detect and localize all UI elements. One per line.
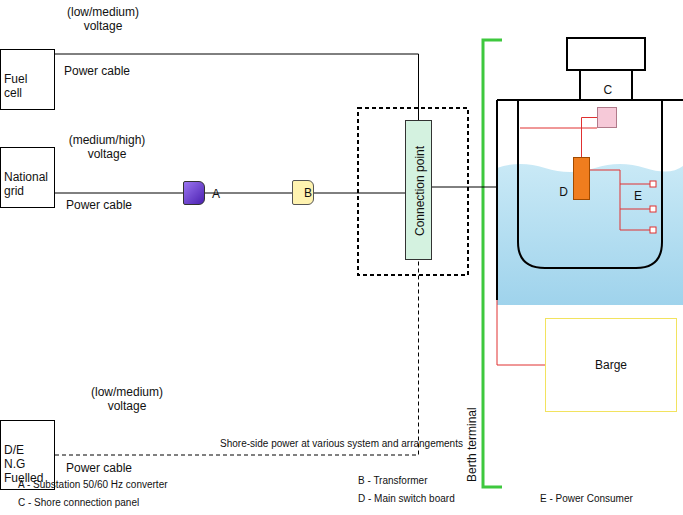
cable-label: Power cable <box>66 461 132 475</box>
converter-substation: A <box>183 181 205 205</box>
ship-hull <box>496 100 498 300</box>
power-consumer <box>650 227 656 233</box>
voltage-label: (low/medium) voltage <box>62 5 144 33</box>
node-text: Fuel cell <box>1 50 48 100</box>
connection-point: Connection point <box>405 120 432 260</box>
power-consumer <box>650 181 656 187</box>
node-text: National grid <box>1 148 52 198</box>
power-consumer <box>650 206 656 212</box>
ship-superstructure <box>580 70 632 100</box>
water <box>497 164 683 305</box>
consumer-wires <box>590 170 650 230</box>
ship-deck <box>497 99 683 101</box>
power-cable <box>582 118 598 158</box>
caption: Shore-side power at various system and a… <box>0 437 683 451</box>
legend-text: D - Main switch board <box>358 492 455 506</box>
legend-text: B - Transformer <box>358 474 427 488</box>
legend-text: A - Substation 50/60 Hz converter <box>18 478 168 492</box>
power-cable <box>55 54 419 120</box>
node-text: Connection point <box>413 146 427 236</box>
node-text: A <box>212 187 220 201</box>
node-text: B <box>304 186 312 200</box>
power-cable <box>314 193 405 194</box>
shore-cable <box>432 187 497 188</box>
main-switchboard: D <box>573 157 590 200</box>
transformer-box: B <box>292 180 314 205</box>
callout-letter: E <box>634 189 642 203</box>
node-text: D/E N.G Fuelled <box>1 421 48 485</box>
connection-area <box>358 108 468 275</box>
panel-wire <box>520 128 597 129</box>
berth-bracket <box>483 40 502 487</box>
shore-connection-panel: C <box>597 107 617 128</box>
source-box: National grid <box>0 147 55 208</box>
legend-text: E - Power Consumer <box>540 492 633 506</box>
node-text: C <box>604 83 613 97</box>
ship-hull <box>518 100 662 268</box>
barge-wire <box>497 300 545 365</box>
cable-label: Power cable <box>64 64 130 78</box>
node-text: Barge <box>546 319 676 372</box>
power-cable <box>55 260 419 455</box>
legend-text: C - Shore connection panel <box>18 496 139 510</box>
voltage-label: (medium/high) voltage <box>62 133 152 161</box>
barge-box: Barge <box>545 318 677 412</box>
cable-label: Power cable <box>66 198 132 212</box>
node-text: D <box>559 185 568 199</box>
ship-superstructure <box>567 38 645 70</box>
voltage-label: (low/medium) voltage <box>86 385 168 413</box>
berth-label: Berth terminal <box>465 407 479 482</box>
source-box: Fuel cell <box>0 49 55 110</box>
power-cable <box>55 193 183 194</box>
